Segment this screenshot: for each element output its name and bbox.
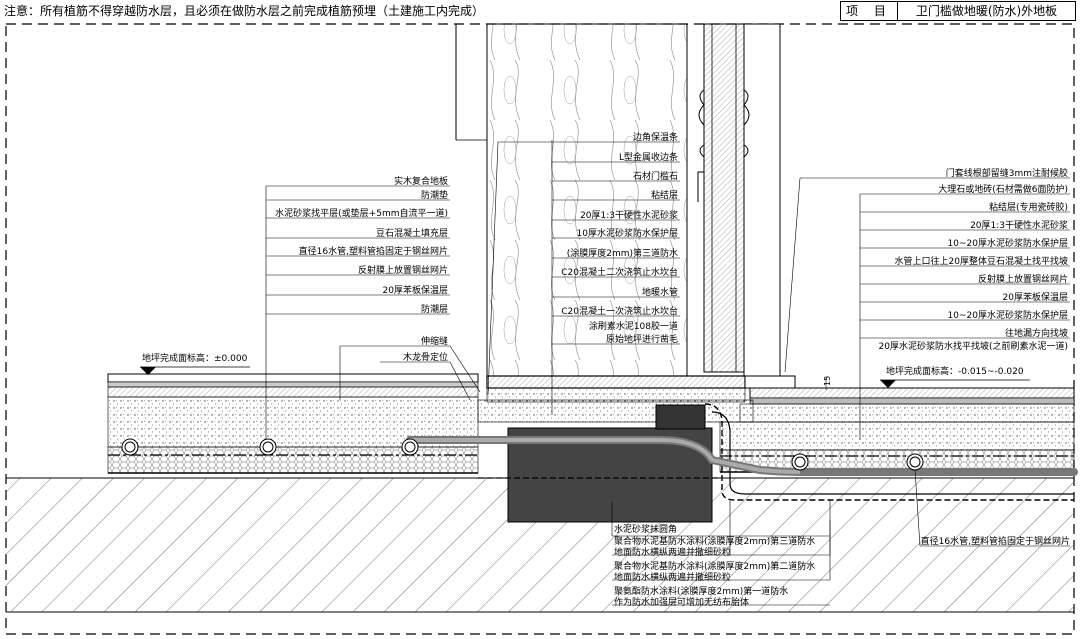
door-casing-profile xyxy=(697,89,705,202)
stone-threshold xyxy=(486,375,746,389)
label-center-7: C20混凝土二次浇筑止水坎台 xyxy=(561,268,678,278)
label-left-1: 防潮垫 xyxy=(420,191,448,201)
level-left: 地坪完成面标高：±0.000 xyxy=(142,354,248,364)
label-center-3: 粘结层 xyxy=(650,191,678,201)
label-bottom-6: 作为防水加强层可增加无纺布胎体 xyxy=(614,598,750,608)
label-center-0: 边角保温条 xyxy=(632,133,678,143)
fill-layer-right xyxy=(719,421,1075,451)
project-key: 项 目 xyxy=(841,2,898,20)
door-jamb xyxy=(703,23,745,373)
label-right-9: 往地漏方向找坡 xyxy=(1004,329,1068,339)
label-left-6: 20厚苯板保温层 xyxy=(382,286,448,296)
label-left-7: 防潮层 xyxy=(420,305,448,315)
label-center-6: (涂膜厚度2mm)第三道防水 xyxy=(566,249,678,259)
label-left-3: 豆石混凝土填充层 xyxy=(375,229,448,239)
label-left-4: 直径16水管,塑料管掐固定于钢丝网片 xyxy=(298,247,448,257)
label-right-10: 20厚水泥砂浆防水找平找坡(之前刷素水泥一道) xyxy=(878,342,1068,352)
label-center-5: 10厚水泥砂浆防水保护层 xyxy=(576,229,678,239)
door-trim xyxy=(743,23,781,377)
label-bottom-5: 聚氨酯防水涂料(涂膜厚度2mm)第一道防水 xyxy=(614,587,789,597)
screed-left xyxy=(107,386,479,398)
label-right-4: 10~20厚水泥砂浆防水保护层 xyxy=(947,239,1068,249)
construction-note: 注意：所有植筋不得穿越防水层，且必须在做防水层之前完成植筋预埋（土建施工内完成） xyxy=(4,4,485,18)
label-right-8: 10~20厚水泥砂浆防水保护层 xyxy=(947,311,1068,321)
label-center-2: 石材门槛石 xyxy=(632,172,678,182)
level-right: 地坪完成面标高：-0.015~-0.020 xyxy=(886,367,1024,377)
label-center-4: 20厚1:3干硬性水泥砂浆 xyxy=(580,211,678,221)
label-bottom-2: 地面防水横纵两遍并撒细砂粒 xyxy=(614,548,732,558)
tile-right xyxy=(749,387,1075,399)
label-right-5: 水管上口往上20厚整体豆石混凝土找平找坡 xyxy=(894,257,1068,267)
label-right-1: 大理石或地砖(石材需做6面防护) xyxy=(938,185,1068,195)
dimension-15: 15 xyxy=(823,376,832,386)
label-bottom-3: 聚合物水泥基防水涂料(涂膜厚度2mm)第二道防水 xyxy=(614,562,816,572)
label-left-0: 实木复合地板 xyxy=(393,177,448,187)
label-left-9: 木龙骨定位 xyxy=(402,353,448,363)
label-right-2: 粘结层(专用瓷砖胶) xyxy=(988,203,1068,213)
waterproof-layers xyxy=(704,403,1074,501)
label-right-0: 门套线根部留缝3mm注耐候胶 xyxy=(945,169,1068,179)
label-right-pipe: 直径16水管,塑料管掐固定于钢丝网片 xyxy=(920,537,1070,547)
label-center-11: 原始地坪进行凿毛 xyxy=(605,335,678,345)
label-right-3: 20厚1:3干硬性水泥砂浆 xyxy=(970,221,1068,231)
project-title: 卫门槛做地暖(防水)外地板 xyxy=(915,4,1058,18)
label-left-2: 水泥砂浆找平层(或垫层+5mm自流平一道) xyxy=(275,209,448,219)
pipe-cross-sections xyxy=(121,438,924,471)
label-left-5: 反射膜上放置钢丝网片 xyxy=(357,266,448,276)
level-marker-right xyxy=(880,380,896,388)
insulation-left xyxy=(107,446,479,474)
label-bottom-4: 地面防水横纵两遍并撒细砂粒 xyxy=(614,573,732,583)
label-center-9: C20混凝土一次浇筑止水坎台 xyxy=(561,307,678,317)
wood-floor-left xyxy=(107,373,479,383)
label-center-10: 涂刷素水泥108胶一道 xyxy=(588,322,678,332)
label-right-6: 反射膜上放置钢丝网片 xyxy=(977,275,1068,285)
label-center-1: L型金属收边条 xyxy=(618,153,678,163)
label-right-7: 20厚苯板保温层 xyxy=(1002,293,1068,303)
title-block: 项 目 卫门槛做地暖(防水)外地板 xyxy=(840,1,1076,21)
label-left-8: 伸缩缝 xyxy=(420,337,448,347)
label-center-8: 地暖水管 xyxy=(641,288,678,298)
level-marker-left xyxy=(140,367,156,375)
label-bottom-1: 聚合物水泥基防水涂料(涂膜厚度2mm)第三道防水 xyxy=(614,537,816,547)
mortar-right xyxy=(739,403,1075,423)
label-bottom-0: 水泥砂浆抹圆角 xyxy=(614,525,678,535)
